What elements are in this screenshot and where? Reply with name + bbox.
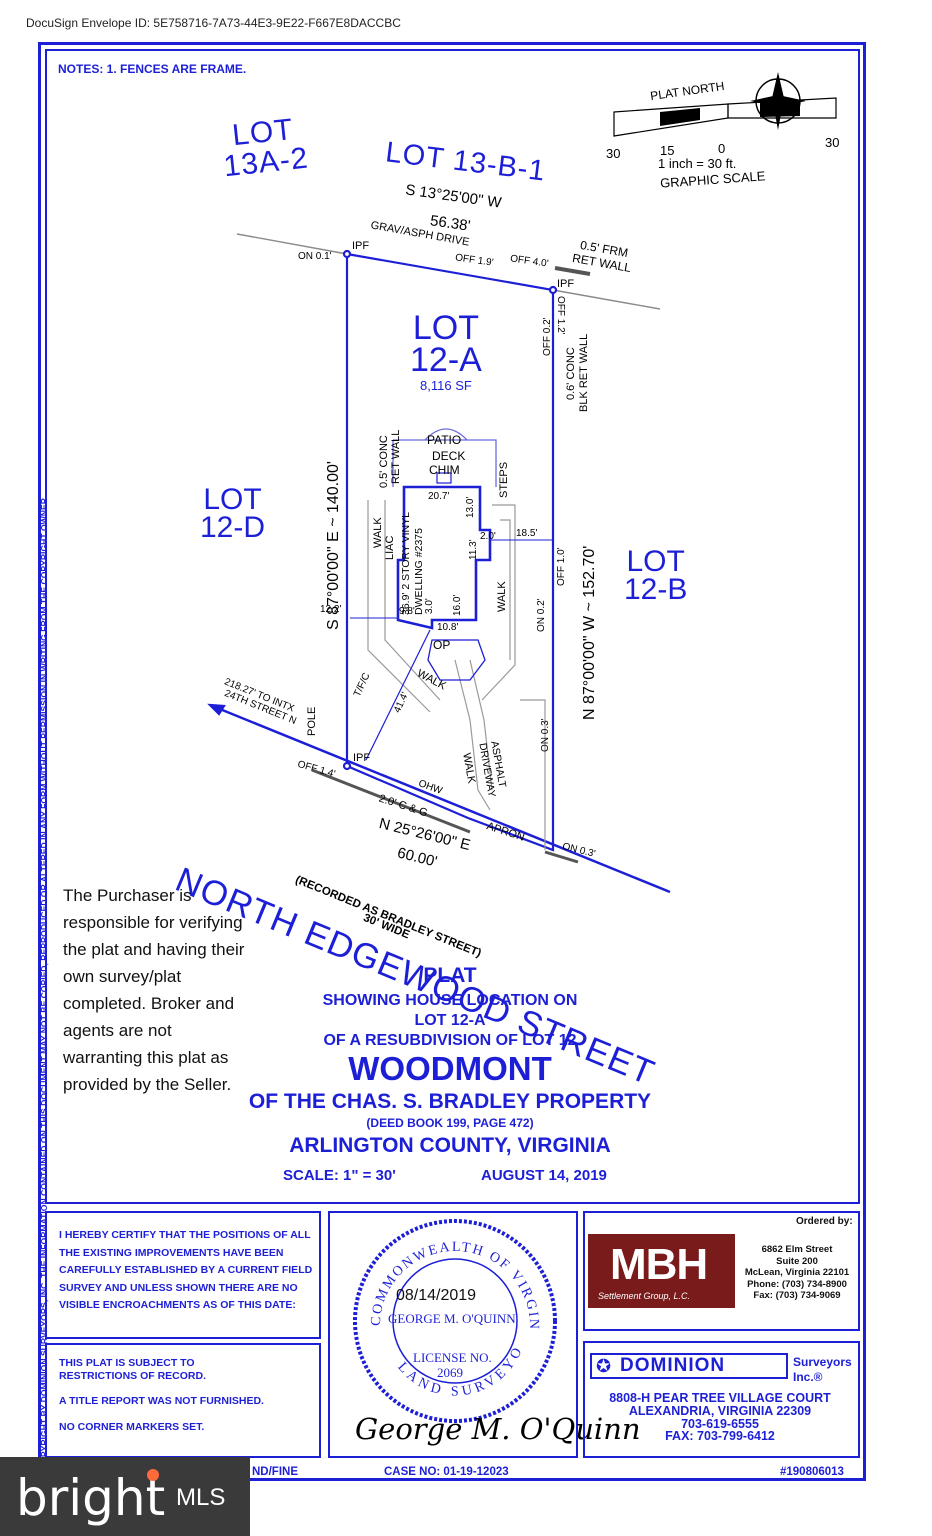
dwelling-outline [396,485,492,630]
seal-name: GEORGE M. O'QUINN [388,1311,516,1326]
mbh-box [583,1211,860,1331]
title-main: WOODMONT [348,1050,552,1087]
steps-label: STEPS [498,461,510,498]
dominion-box [583,1341,860,1458]
pole-label: POLE [306,706,318,736]
footer-case: CASE NO: 01-19-12023 [384,1466,509,1478]
seal-license-no: 2069 [437,1365,463,1380]
liac-label: LIAC [384,535,396,560]
deck-label: DECK [432,449,466,463]
on-01: ON 0.1' [298,251,332,262]
scale-tick-0: 0 [718,141,726,156]
restrict-3: NO CORNER MARKERS SET. [59,1421,205,1433]
title-plat: PLAT [423,964,477,987]
restrict-2: A TITLE REPORT WAS NOT FURNISHED. [59,1395,264,1407]
outer-frame [38,42,866,1481]
off-10: OFF 1.0' [556,547,567,586]
dominion-inc: Inc.® [793,1370,823,1384]
seal-date: 08/14/2019 [396,1287,477,1304]
dim-130: 13.0' [465,496,476,518]
title-line1: SHOWING HOUSE LOCATION ON [322,992,578,1009]
restrict-1: THIS PLAT IS SUBJECT TO RESTRICTIONS OF … [59,1357,207,1382]
lot-boundary [345,252,555,852]
restrict-box: THIS PLAT IS SUBJECT TO RESTRICTIONS OF … [45,1343,321,1458]
street-line [209,703,671,894]
cert-box: I HEREBY CERTIFY THAT THE POSITIONS OF A… [45,1211,321,1339]
ordered-by: Ordered by: [796,1216,853,1227]
dwelling-label: 36.9' 2 STORY VINYL DWELLING #2375 [400,512,425,615]
title-line4: OF THE CHAS. S. BRADLEY PROPERTY [248,1090,652,1113]
conc-label: 0.6' CONC [565,347,577,400]
surveyor-seal-icon: COMMONWEALTH OF VIRGINIA LAND SURVEYOR [350,1216,557,1423]
dim-98: 9.8' [399,606,415,617]
dim-20: 2.0' [480,531,496,542]
scale-tick-30-right: 30 [825,135,840,150]
copyright-sidebar: COPYRIGHT BY DOMINION SURVEYORS, INC. TH… [27,470,49,1470]
bright-mls-watermark: bright MLS [0,1457,250,1536]
off-02: OFF 0.2' [542,317,553,356]
plat-area-frame [45,49,860,1204]
bright-dot-icon [147,1469,159,1481]
scale-tick-30-left: 30 [606,146,621,161]
mls-logo-text: MLS [176,1484,226,1511]
mbh-logo: MBH Settlement Group, L.C. [588,1234,735,1308]
dim-185: 18.5' [516,528,538,539]
east-bearing: N 87°00'00" W ~ 152.70' [581,545,598,720]
dominion-surveyors: Surveyors [793,1355,852,1369]
title-line5: (DEED BOOK 199, PAGE 472) [366,1116,534,1130]
conc05-label: 0.5' CONC [378,435,390,488]
patio-label: PATIO [427,433,462,447]
dim-122: 12.2' [320,604,342,615]
dim-108: 10.8' [437,622,459,633]
walk-2: WALK [496,581,508,612]
title-line3: OF A RESUBDIVISION OF LOT 12 [323,1032,577,1049]
on-03-a: ON 0.3' [540,718,551,752]
dim-30: 3.0' [424,598,435,614]
purchaser-note: The Purchaser is responsible for verifyi… [63,886,245,1094]
retwall2-label: RET WALL [390,429,402,484]
bright-logo-text: bright [16,1469,166,1527]
mbh-logo-sub: Settlement Group, L.C. [598,1291,691,1301]
dominion-name: DOMINION [620,1355,726,1376]
dominion-star-icon: ✪ [596,1356,612,1376]
chim-label: CHIM [429,463,460,477]
title-scale: SCALE: 1" = 30' [283,1167,396,1184]
scale-tick-15: 15 [660,143,675,158]
envelope-id: DocuSign Envelope ID: 5E758716-7A73-44E3… [26,16,401,30]
ipf-sw: IPF [353,752,371,764]
dim-207: 20.7' [428,491,450,502]
op-label: OP [433,638,451,652]
graphic-scale-icon [613,72,837,137]
dominion-logo: ✪ DOMINION [590,1353,788,1379]
walk-1: WALK [372,517,384,548]
surveyor-signature: George M. O'Quinn [355,1412,641,1446]
footer-left: ND/FINE [252,1466,298,1478]
copyright-text: COPYRIGHT BY DOMINION SURVEYORS, INC. TH… [39,495,49,1470]
seal-license: LICENSE NO. [413,1350,492,1365]
ipf-ne: IPF [352,240,370,252]
ipf-se: IPF [557,278,575,290]
title-date: AUGUST 14, 2019 [481,1167,607,1184]
blk-label: BLK RET WALL [578,333,590,412]
footer-number: #190806013 [780,1466,844,1478]
scale-inch: 1 inch = 30 ft. [658,156,737,171]
title-line6: ARLINGTON COUNTY, VIRGINIA [289,1134,611,1157]
dim-113: 11.3' [468,539,479,560]
on-02: ON 0.2' [536,598,547,632]
notes-text: NOTES: 1. FENCES ARE FRAME. [58,62,247,76]
title-line2: LOT 12-A [414,1012,486,1029]
mbh-logo-text: MBH [610,1240,708,1289]
dim-160: 16.0' [452,594,463,616]
cert-text: I HEREBY CERTIFY THAT THE POSITIONS OF A… [59,1229,313,1311]
seal-box [328,1211,578,1458]
off-12: OFF 1.2' [555,296,566,335]
